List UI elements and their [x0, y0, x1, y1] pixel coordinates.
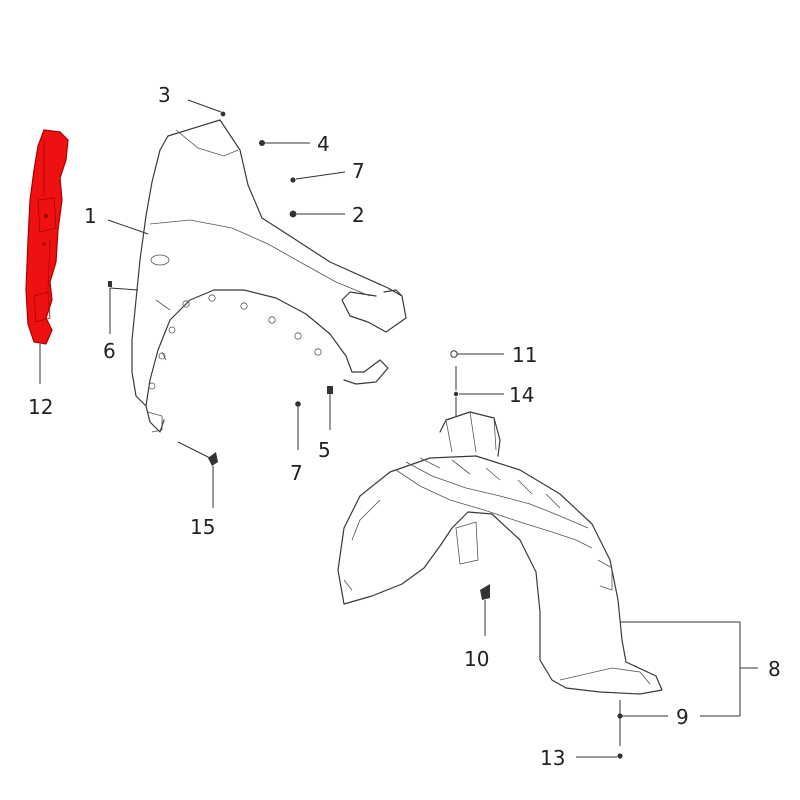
fastener-2[interactable]	[289, 210, 297, 218]
fastener-7-top[interactable]	[290, 177, 296, 183]
callout-12: 12	[28, 395, 53, 419]
callout-2: 2	[352, 203, 365, 227]
callout-5: 5	[318, 438, 331, 462]
callout-1: 1	[84, 204, 97, 228]
fastener-3[interactable]	[220, 111, 226, 117]
callout-14: 14	[509, 383, 534, 407]
leader-lines	[39, 99, 758, 758]
callout-13: 13	[540, 746, 565, 770]
callout-7-top: 7	[352, 159, 365, 183]
callout-3: 3	[158, 83, 171, 107]
fastener-4[interactable]	[259, 140, 265, 146]
callout-4: 4	[317, 132, 330, 156]
fastener-14[interactable]	[453, 391, 459, 397]
fastener-10[interactable]	[480, 584, 490, 600]
fastener-7-bottom[interactable]	[295, 401, 301, 407]
callout-9: 9	[676, 705, 689, 729]
callout-labels: 3 4 7 2 1 6 12 5 7 15 11 14 10 8 9 13	[28, 83, 781, 770]
part-12-fender-bracket[interactable]	[25, 129, 69, 345]
callout-6: 6	[103, 339, 116, 363]
fastener-5[interactable]	[327, 386, 333, 394]
part-8-fender-liner[interactable]	[337, 411, 663, 695]
callout-7-bottom: 7	[290, 461, 303, 485]
callout-8: 8	[768, 657, 781, 681]
part-1-front-fender[interactable]	[131, 119, 407, 433]
fastener-15[interactable]	[208, 452, 218, 466]
fastener-11[interactable]	[450, 350, 458, 358]
callout-11: 11	[512, 343, 537, 367]
callout-10: 10	[464, 647, 489, 671]
fastener-6[interactable]	[108, 281, 112, 287]
callout-15: 15	[190, 515, 215, 539]
fastener-13[interactable]	[617, 753, 623, 759]
